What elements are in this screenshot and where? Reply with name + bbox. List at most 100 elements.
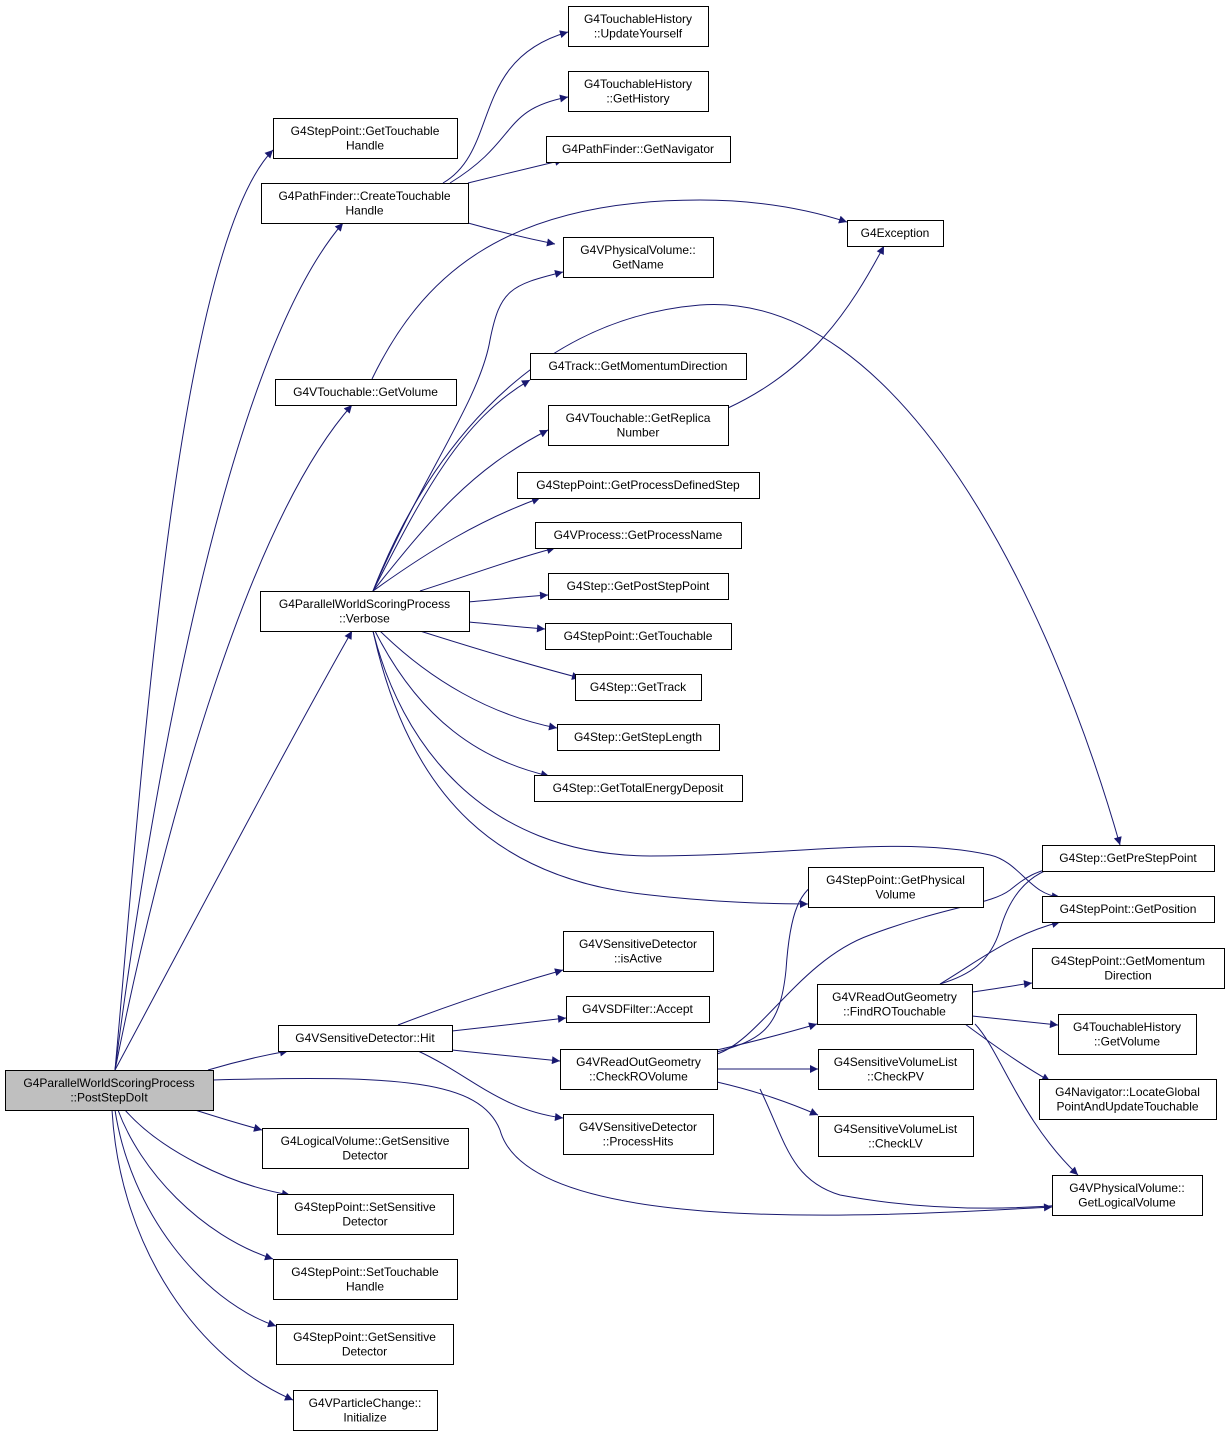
edge-line bbox=[194, 1109, 263, 1132]
edge-vt_getreplicanumber-to-g4exception bbox=[727, 245, 885, 409]
edge-line bbox=[114, 149, 274, 1071]
node-label-line: G4Step::GetPreStepPoint bbox=[1059, 851, 1197, 865]
node-st_getsteplength[interactable]: G4Step::GetStepLength bbox=[557, 724, 720, 751]
node-sp_getprocessdefinedstep[interactable]: G4StepPoint::GetProcessDefinedStep bbox=[517, 472, 760, 499]
edge-pf_createtouchablehandle-to-th_gethistory bbox=[449, 94, 569, 184]
node-root[interactable]: G4ParallelWorldScoringProcess::PostStepD… bbox=[5, 1070, 214, 1111]
edge-line bbox=[124, 1109, 291, 1198]
node-pc_initialize[interactable]: G4VParticleChange::Initialize bbox=[293, 1390, 438, 1431]
edge-sd_hit-to-rog_checkrovolume bbox=[451, 1049, 561, 1065]
edge-pw_verbose-to-st_gettrack bbox=[419, 630, 581, 680]
edge-pw_verbose-to-sp_getprocessdefinedstep bbox=[372, 497, 541, 592]
node-label-line: Handle bbox=[346, 1279, 384, 1293]
edge-pw_verbose-to-st_getpresteppoint bbox=[372, 304, 1122, 846]
edge-line bbox=[468, 591, 549, 603]
node-box bbox=[273, 118, 458, 159]
node-box bbox=[557, 724, 720, 751]
node-label-line: PointAndUpdateTouchable bbox=[1056, 1099, 1198, 1113]
edge-pw_verbose-to-vp_getprocessname bbox=[419, 546, 556, 592]
edge-line bbox=[971, 980, 1033, 993]
node-st_getpresteppoint[interactable]: G4Step::GetPreStepPoint bbox=[1042, 845, 1215, 872]
node-box bbox=[530, 353, 747, 380]
node-pv_getname[interactable]: G4VPhysicalVolume::GetName bbox=[563, 237, 714, 278]
node-sp_getmomentumdirection[interactable]: G4StepPoint::GetMomentumDirection bbox=[1032, 948, 1225, 989]
node-sp_gettouchable[interactable]: G4StepPoint::GetTouchable bbox=[545, 623, 732, 650]
node-label-line: G4ParallelWorldScoringProcess bbox=[279, 597, 450, 611]
node-rog_findrotouchable[interactable]: G4VReadOutGeometry::FindROTouchable bbox=[817, 984, 973, 1025]
node-rog_checkrovolume[interactable]: G4VReadOutGeometry::CheckROVolume bbox=[560, 1049, 718, 1090]
node-sdf_accept[interactable]: G4VSDFilter::Accept bbox=[566, 996, 710, 1023]
edge-pw_verbose-to-st_getpoststeppoint bbox=[468, 591, 549, 603]
edge-sd_hit-to-sd_processhits bbox=[417, 1050, 564, 1121]
node-pv_getlogicalvolume[interactable]: G4VPhysicalVolume::GetLogicalVolume bbox=[1052, 1175, 1203, 1216]
node-svl_checkpv[interactable]: G4SensitiveVolumeList::CheckPV bbox=[818, 1049, 974, 1090]
node-box bbox=[276, 1324, 454, 1365]
node-label-line: G4StepPoint::SetSensitive bbox=[294, 1200, 436, 1214]
node-vp_getprocessname[interactable]: G4VProcess::GetProcessName bbox=[535, 522, 742, 549]
node-sp_getposition[interactable]: G4StepPoint::GetPosition bbox=[1042, 896, 1215, 923]
node-label-line: G4Step::GetPostStepPoint bbox=[567, 579, 710, 593]
node-box bbox=[1032, 948, 1225, 989]
edge-line bbox=[379, 630, 558, 731]
edge-root-to-pv_getlogicalvolume bbox=[212, 1077, 1053, 1216]
node-label-line: G4PathFinder::GetNavigator bbox=[562, 142, 714, 156]
edge-line bbox=[372, 630, 1061, 901]
node-st_gettrack[interactable]: G4Step::GetTrack bbox=[575, 674, 702, 701]
edge-sd_hit-to-sd_isactive bbox=[397, 968, 564, 1026]
node-box bbox=[1058, 1014, 1197, 1055]
node-label-line: G4PathFinder::CreateTouchable bbox=[278, 189, 450, 203]
edge-line bbox=[974, 1023, 1079, 1176]
node-label-line: ::PostStepDoIt bbox=[70, 1090, 148, 1104]
node-box bbox=[548, 573, 729, 600]
node-th_gethistory[interactable]: G4TouchableHistory::GetHistory bbox=[568, 71, 709, 112]
node-box bbox=[847, 220, 944, 247]
edge-rog_checkrovolume-to-svl_checklv bbox=[716, 1081, 819, 1116]
node-box bbox=[563, 1114, 714, 1155]
edge-line bbox=[716, 1022, 818, 1051]
node-vt_getvolume[interactable]: G4VTouchable::GetVolume bbox=[275, 379, 457, 406]
node-label-line: GetName bbox=[612, 257, 664, 271]
node-box bbox=[277, 1194, 454, 1235]
node-label-line: Initialize bbox=[343, 1410, 387, 1424]
node-label-line: G4Step::GetStepLength bbox=[574, 730, 702, 744]
node-g4exception[interactable]: G4Exception bbox=[847, 220, 944, 247]
edge-rog_checkrovolume-to-st_getpresteppoint bbox=[716, 863, 1065, 1055]
edge-line bbox=[467, 157, 564, 184]
node-pw_verbose[interactable]: G4ParallelWorldScoringProcess::Verbose bbox=[260, 591, 470, 632]
edge-line bbox=[114, 1109, 277, 1328]
node-nav_locateglobal[interactable]: G4Navigator::LocateGlobalPointAndUpdateT… bbox=[1039, 1079, 1217, 1120]
node-st_gettotalenergydeposit[interactable]: G4Step::GetTotalEnergyDeposit bbox=[534, 775, 743, 802]
node-label-line: G4VSensitiveDetector bbox=[579, 1120, 697, 1134]
node-label-line: G4StepPoint::GetMomentum bbox=[1051, 954, 1205, 968]
node-th_updateyourself[interactable]: G4TouchableHistory::UpdateYourself bbox=[568, 6, 709, 47]
node-label-line: ::Verbose bbox=[339, 611, 390, 625]
node-box bbox=[293, 1390, 438, 1431]
node-st_getpoststeppoint[interactable]: G4Step::GetPostStepPoint bbox=[548, 573, 729, 600]
node-box bbox=[566, 996, 710, 1023]
node-svl_checklv[interactable]: G4SensitiveVolumeList::CheckLV bbox=[818, 1116, 974, 1157]
edge-pw_verbose-to-st_gettotalenergydeposit bbox=[374, 630, 550, 779]
node-box bbox=[278, 1025, 453, 1052]
node-sd_isactive[interactable]: G4VSensitiveDetector::isActive bbox=[563, 931, 714, 972]
node-label-line: Detector bbox=[342, 1148, 387, 1162]
node-sd_processhits[interactable]: G4VSensitiveDetector::ProcessHits bbox=[563, 1114, 714, 1155]
node-sd_hit[interactable]: G4VSensitiveDetector::Hit bbox=[278, 1025, 453, 1052]
node-label-line: ::isActive bbox=[614, 951, 662, 965]
node-label-line: Direction bbox=[1104, 968, 1151, 982]
node-tr_getmomentumdirection[interactable]: G4Track::GetMomentumDirection bbox=[530, 353, 747, 380]
node-label-line: G4TouchableHistory bbox=[584, 12, 692, 26]
edge-line bbox=[114, 222, 344, 1071]
node-label-line: ::CheckPV bbox=[867, 1069, 924, 1083]
node-pf_getnavigator[interactable]: G4PathFinder::GetNavigator bbox=[546, 136, 731, 163]
edge-line bbox=[114, 630, 353, 1071]
node-th_getvolume[interactable]: G4TouchableHistory::GetVolume bbox=[1058, 1014, 1197, 1055]
node-label-line: Handle bbox=[346, 138, 384, 152]
